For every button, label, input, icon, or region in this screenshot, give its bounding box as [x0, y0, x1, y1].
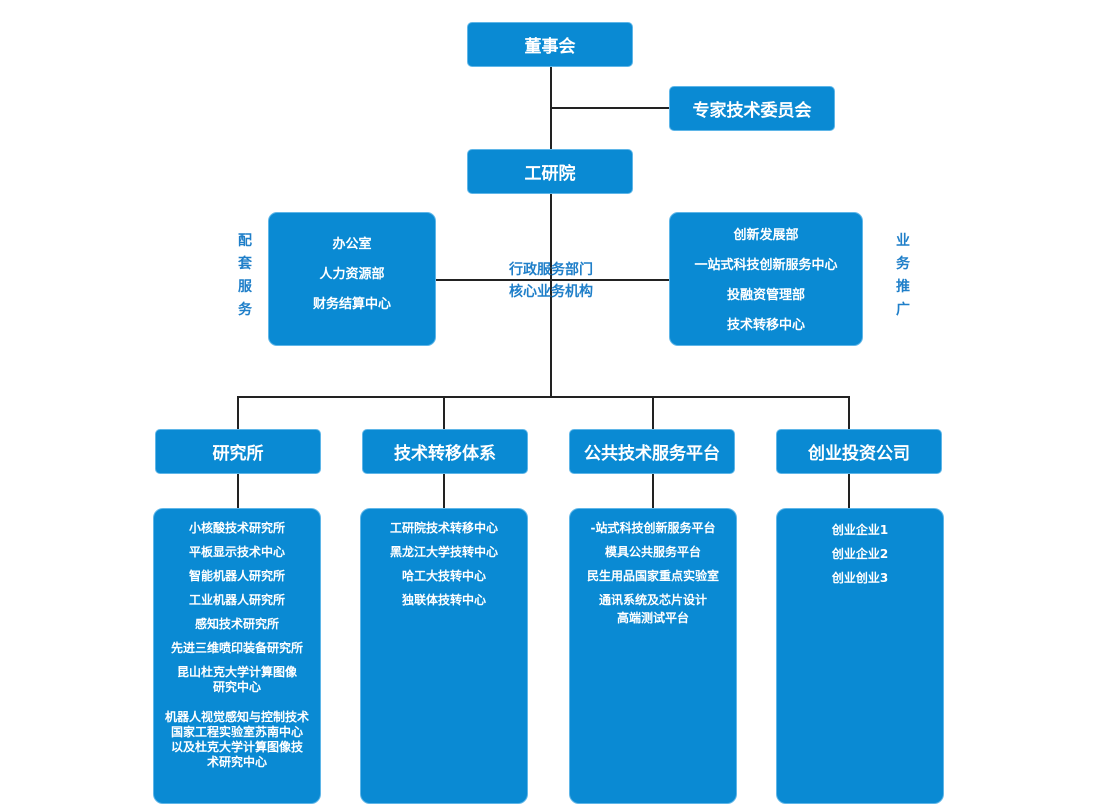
admin-services-label: 行政服务部门: [509, 262, 593, 278]
connector-column-3-drop: [652, 396, 654, 430]
department-item: 办公室: [332, 237, 372, 252]
center-labels: 行政服务部门 核心业务机构: [491, 259, 611, 303]
support-services-char: 套: [238, 256, 252, 272]
board-box: 董事会: [467, 22, 633, 67]
list-item: 国家工程实验室苏南中心: [170, 725, 303, 739]
department-item: 技术转移中心: [726, 318, 805, 333]
support-services-char: 配: [238, 233, 252, 249]
list-item: 工研院技术转移中心: [389, 521, 498, 535]
connector-column-1-list: [237, 473, 239, 509]
list-item: 以及杜克大学计算图像技: [170, 740, 303, 754]
expert-committee-label: 专家技术委员会: [692, 101, 812, 121]
list-item: 小核酸技术研究所: [188, 521, 285, 535]
list-item: 术研究中心: [206, 755, 267, 769]
business-departments-box: 创新发展部 一站式科技创新服务中心 投融资管理部 技术转移中心: [669, 212, 863, 346]
department-item: 财务结算中心: [312, 297, 391, 312]
support-services-char: 务: [238, 302, 252, 318]
business-promotion-label: 业 务 推 广: [893, 230, 913, 322]
department-item: 一站式科技创新服务中心: [694, 258, 838, 273]
business-promotion-char: 务: [896, 256, 910, 272]
list-item: 感知技术研究所: [194, 617, 279, 631]
research-institutes-list: 小核酸技术研究所 平板显示技术中心 智能机器人研究所 工业机器人研究所 感知技术…: [153, 508, 321, 804]
business-promotion-char: 业: [896, 233, 910, 249]
institute-label: 工研院: [524, 164, 576, 184]
support-services-char: 服: [238, 279, 252, 295]
venture-investment-header: 创业投资公司: [776, 429, 942, 474]
admin-departments-box: 办公室 人力资源部 财务结算中心: [268, 212, 436, 346]
research-institutes-header: 研究所: [155, 429, 321, 474]
tech-transfer-header: 技术转移体系: [362, 429, 528, 474]
list-item: 智能机器人研究所: [188, 569, 285, 583]
business-promotion-char: 广: [896, 302, 910, 318]
business-promotion-char: 推: [896, 279, 910, 295]
list-item: 先进三维喷印装备研究所: [170, 641, 303, 655]
list-item: 模具公共服务平台: [604, 545, 701, 559]
list-item: 民生用品国家重点实验室: [586, 569, 719, 583]
column-title: 研究所: [212, 444, 264, 464]
list-item: 创业企业2: [831, 547, 889, 561]
list-item: 创业企业1: [831, 523, 889, 537]
list-item: 创业创业3: [831, 571, 889, 585]
connector-column-4-list: [848, 473, 850, 509]
connector-column-1-drop: [237, 396, 239, 430]
connector-column-3-list: [652, 473, 654, 509]
connector-column-2-list: [443, 473, 445, 509]
list-item: 高端测试平台: [616, 611, 689, 625]
column-title: 公共技术服务平台: [584, 444, 720, 464]
department-item: 创新发展部: [733, 228, 799, 243]
column-title: 技术转移体系: [394, 444, 496, 464]
list-item: 昆山杜克大学计算图像: [176, 665, 297, 679]
public-tech-platform-header: 公共技术服务平台: [569, 429, 735, 474]
list-item: -站式科技创新服务平台: [590, 521, 716, 535]
support-services-label: 配 套 服 务: [235, 230, 255, 322]
connector-horizontal-departments: [435, 279, 670, 281]
list-item: 黑龙江大学技转中心: [389, 545, 498, 559]
list-item: 工业机器人研究所: [188, 593, 285, 607]
core-business-label: 核心业务机构: [509, 284, 593, 300]
list-item: 独联体技转中心: [401, 593, 486, 607]
list-item: 通讯系统及芯片设计: [598, 593, 707, 607]
venture-investment-list: 创业企业1 创业企业2 创业创业3: [776, 508, 944, 804]
connector-to-expert-committee: [551, 107, 669, 109]
connector-column-2-drop: [443, 396, 445, 430]
column-title: 创业投资公司: [808, 444, 910, 464]
list-item: 平板显示技术中心: [188, 545, 285, 559]
department-item: 人力资源部: [319, 267, 385, 282]
tech-transfer-list: 工研院技术转移中心 黑龙江大学技转中心 哈工大技转中心 独联体技转中心: [360, 508, 528, 804]
expert-committee-box: 专家技术委员会: [669, 86, 835, 131]
department-item: 投融资管理部: [726, 288, 805, 303]
board-label: 董事会: [524, 37, 576, 57]
list-item: 哈工大技转中心: [401, 569, 486, 583]
connector-institute-to-hub: [550, 193, 552, 397]
list-item: 机器人视觉感知与控制技术: [164, 710, 309, 724]
institute-box: 工研院: [467, 149, 633, 194]
list-item: 研究中心: [212, 680, 261, 694]
public-tech-platform-list: -站式科技创新服务平台 模具公共服务平台 民生用品国家重点实验室 通讯系统及芯片…: [569, 508, 737, 804]
connector-horizontal-columns: [237, 396, 849, 398]
connector-column-4-drop: [848, 396, 850, 430]
